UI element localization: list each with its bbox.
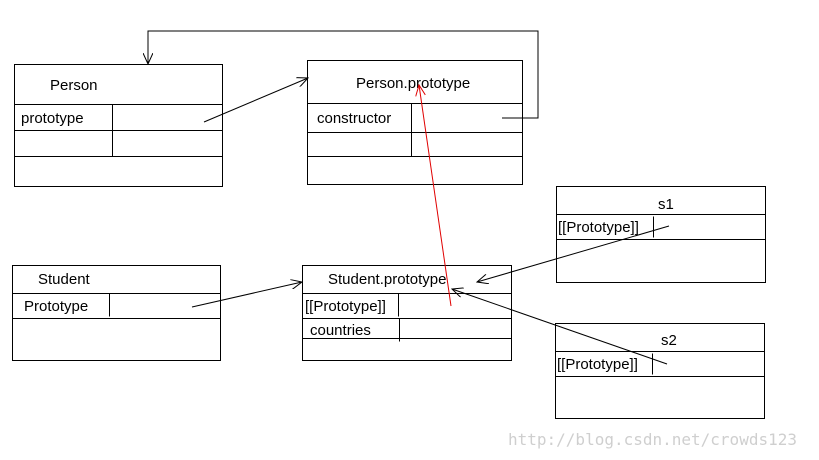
s2-to-student-prototype-arrow xyxy=(452,289,668,365)
constructor-back-arrow xyxy=(148,30,539,119)
student-prototype-field: Prototype xyxy=(24,298,88,315)
person-prototype-field: prototype xyxy=(21,110,84,127)
student-prototype-title: Student.prototype xyxy=(328,271,446,288)
s2-title: s2 xyxy=(661,332,677,349)
person-title: Person xyxy=(50,77,98,94)
student-box: Student Prototype xyxy=(12,265,221,361)
student-prototype-to-person-prototype-red-arrow xyxy=(419,85,452,307)
s2-prototype-field: [[Prototype]] xyxy=(557,356,638,373)
student-title: Student xyxy=(38,271,91,288)
student-prototype-box: Student.prototype [[Prototype]] countrie… xyxy=(302,265,512,361)
s1-box: s1 [[Prototype]] xyxy=(556,186,766,283)
countries-field: countries xyxy=(310,322,371,339)
person-to-person-prototype-arrow xyxy=(203,78,308,123)
s1-title: s1 xyxy=(658,196,674,213)
s1-to-student-prototype-arrow xyxy=(477,225,670,282)
s1-prototype-field: [[Prototype]] xyxy=(558,219,639,236)
constructor-field: constructor xyxy=(317,110,391,127)
student-prototype-link-field: [[Prototype]] xyxy=(305,298,386,315)
person-box: Person prototype xyxy=(14,64,223,187)
person-prototype-box: Person.prototype constructor xyxy=(307,60,523,185)
student-to-student-prototype-arrow xyxy=(191,282,302,308)
watermark-url: http://blog.csdn.net/crowds123 xyxy=(508,430,797,449)
s2-box: s2 [[Prototype]] xyxy=(555,323,765,419)
person-prototype-title: Person.prototype xyxy=(356,75,470,92)
